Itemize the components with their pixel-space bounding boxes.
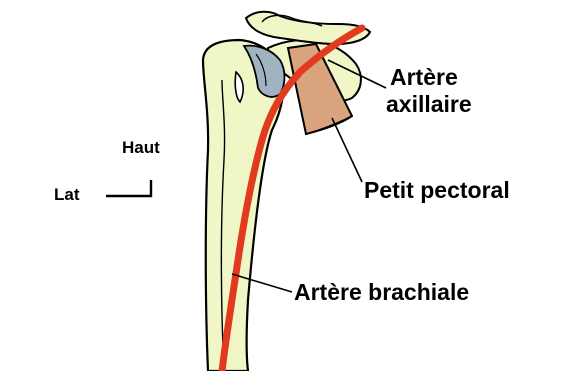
label-brachial-artery: Artère brachiale	[294, 281, 469, 304]
acromion-bone	[246, 12, 370, 44]
label-axillary-line1: Artère	[390, 66, 458, 89]
label-axillary-line2: axillaire	[386, 93, 472, 116]
orientation-up-label: Haut	[122, 139, 160, 156]
orientation-marker	[106, 180, 151, 196]
label-pectoralis-minor: Petit pectoral	[364, 179, 510, 202]
orientation-lateral-label: Lat	[54, 186, 80, 203]
leader-pectoralis	[332, 118, 362, 182]
